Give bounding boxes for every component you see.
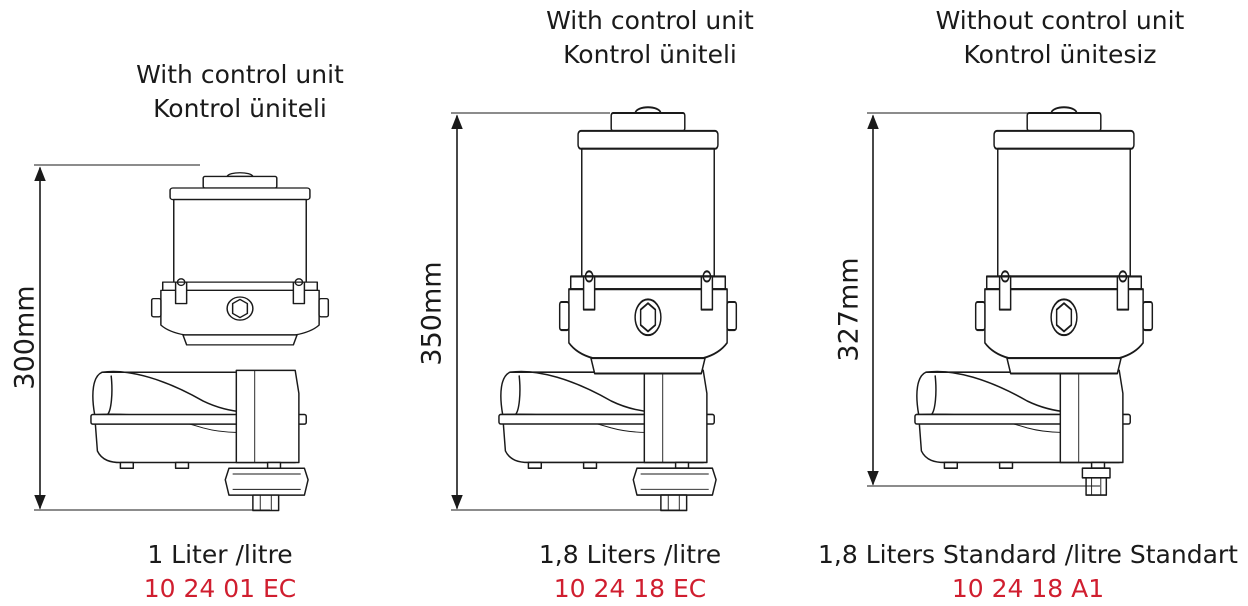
product-3-header: Without control unit Kontrol ünitesiz (920, 4, 1200, 72)
unit-2-drawing (498, 106, 738, 512)
product-1-code: 10 24 01 EC (143, 574, 297, 603)
unit-1-drawing (90, 171, 330, 512)
product-3-header-line1: Without control unit (935, 6, 1185, 35)
product-2-header-line1: With control unit (546, 6, 754, 35)
unit-3-drawing (914, 106, 1154, 496)
product-2-capacity: 1,8 Liters /litre (538, 540, 722, 569)
product-1-capacity: 1 Liter /litre (147, 540, 293, 569)
product-3-footer: 1,8 Liters Standard /litre Standart 10 2… (818, 538, 1238, 606)
product-2-header-line2: Kontrol üniteli (563, 40, 737, 69)
product-1-header-line2: Kontrol üniteli (153, 94, 327, 123)
product-1-header-line1: With control unit (136, 60, 344, 89)
product-2-footer: 1,8 Liters /litre 10 24 18 EC (500, 538, 760, 606)
product-3-header-line2: Kontrol ünitesiz (963, 40, 1157, 69)
product-1-footer: 1 Liter /litre 10 24 01 EC (100, 538, 340, 606)
unit-1-dimension-line (34, 164, 270, 511)
unit-2-dimension-line (451, 112, 680, 511)
product-2-header: With control unit Kontrol üniteli (520, 4, 780, 72)
product-3-capacity: 1,8 Liters Standard /litre Standart (818, 540, 1238, 569)
product-2-code: 10 24 18 EC (553, 574, 707, 603)
unit-3-dimension-line (867, 112, 1100, 487)
product-3-code: 10 24 18 A1 (951, 574, 1105, 603)
product-1-header: With control unit Kontrol üniteli (120, 58, 360, 126)
